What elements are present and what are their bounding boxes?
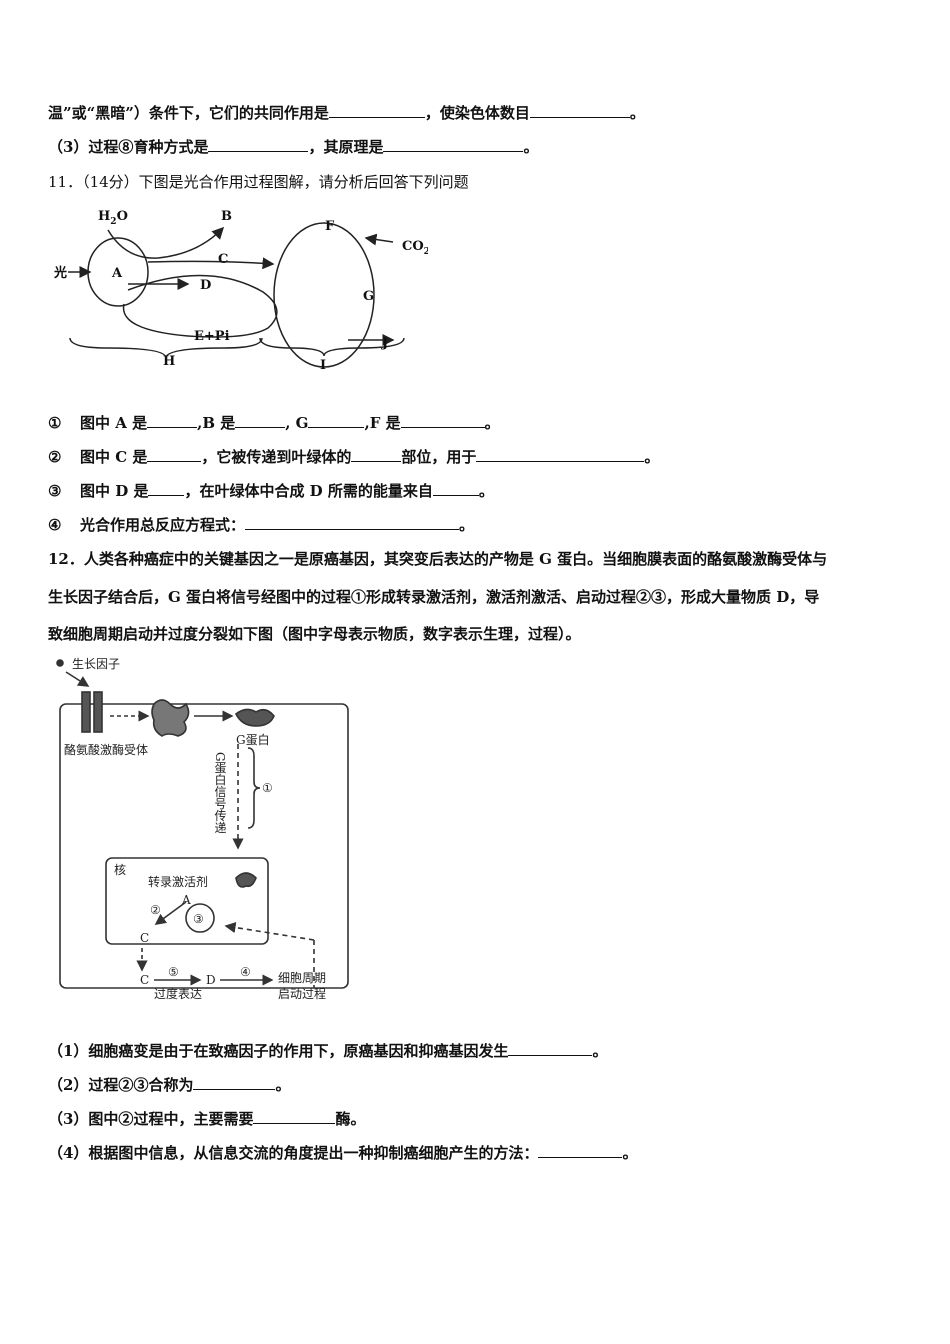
epi-label: E+Pi	[194, 329, 230, 344]
answer-blank[interactable]	[383, 137, 524, 152]
answer-blank[interactable]	[147, 447, 202, 462]
answer-blank[interactable]	[193, 1075, 276, 1090]
a-node-label: A	[181, 893, 191, 907]
step5-label: ⑤	[168, 965, 179, 979]
answer-blank[interactable]	[148, 481, 185, 496]
co2-label: CO2	[402, 239, 428, 257]
step3-label: ③	[193, 912, 204, 926]
answer-blank[interactable]	[508, 1041, 593, 1056]
answer-blank[interactable]	[208, 137, 309, 152]
q12-sub-4: （4）根据图中信息，从信息交流的角度提出一种抑制癌细胞产生的方法：。	[48, 1143, 638, 1162]
q12-stem-2: 生长因子结合后，G 蛋白将信号经图中的过程①形成转录激活剂，激活剂激活、启动过程…	[48, 588, 820, 606]
answer-blank[interactable]	[328, 103, 425, 118]
step4-label: ④	[240, 965, 251, 979]
answer-blank[interactable]	[245, 515, 460, 530]
answer-blank[interactable]	[147, 413, 198, 428]
d-node-label: D	[206, 973, 216, 987]
h-label: H	[163, 354, 175, 369]
c-label: C	[218, 252, 228, 267]
answer-blank[interactable]	[476, 447, 645, 462]
answer-blank[interactable]	[351, 447, 402, 462]
photosynthesis-diagram: H2O B 光 A C D E+Pi F CO2 G J H I	[53, 209, 428, 373]
g-label: G	[363, 289, 374, 304]
answer-blank[interactable]	[235, 413, 286, 428]
a-label: A	[111, 266, 123, 281]
c-node-label: C	[140, 931, 149, 945]
answer-blank[interactable]	[538, 1143, 623, 1158]
g-protein-label: G蛋白	[236, 732, 270, 747]
line-prev-question: 温”或“黑暗”）条件下，它们的共同作用是，使染色体数目。	[48, 103, 645, 122]
i-label: I	[320, 358, 326, 373]
answer-blank[interactable]	[308, 413, 365, 428]
nucleus-label: 核	[114, 863, 126, 877]
step1-label: ①	[262, 781, 273, 795]
cell-cycle-label-2: 启动过程	[278, 986, 326, 1001]
answer-blank[interactable]	[400, 413, 485, 428]
activator-label: 转录激活剂	[148, 874, 208, 889]
receptor-label: 酪氨酸激酶受体	[64, 742, 148, 757]
answer-blank[interactable]	[253, 1109, 336, 1124]
light-label: 光	[53, 265, 67, 281]
growth-factor-label: 生长因子	[72, 657, 120, 671]
b-label: B	[221, 209, 232, 224]
cascade-label: G蛋白信号传递	[213, 752, 227, 834]
answer-blank[interactable]	[529, 103, 630, 118]
q12-sub-3: （3）图中②过程中，主要需要酶。	[48, 1109, 366, 1128]
c2-node-label: C	[140, 973, 149, 987]
q12-stem-3: 致细胞周期启动并过度分裂如下图（图中字母表示物质，数字表示生理，过程）。	[48, 625, 581, 643]
q12-stem-1: 12．人类各种癌症中的关键基因之一是原癌基因，其突变后表达的产物是 G 蛋白。当…	[48, 550, 828, 568]
question-11-title: 11．（14分）下图是光合作用过程图解，请分析后回答下列问题	[48, 173, 469, 191]
q12-sub-1: （1）细胞癌变是由于在致癌因子的作用下，原癌基因和抑癌基因发生。	[48, 1041, 608, 1060]
step2-label: ②	[150, 903, 161, 917]
signaling-diagram: 生长因子 酪氨酸激酶受体 G蛋白 G蛋白信号传递 ① 核 转录激活剂 A ③ ②…	[56, 657, 349, 1001]
h2o-label: H2O	[98, 209, 128, 227]
answer-blank[interactable]	[432, 481, 479, 496]
d-label: D	[200, 278, 211, 293]
j-label: J	[381, 336, 388, 351]
q12-sub-2: （2）过程②③合称为。	[48, 1075, 291, 1094]
cell-cycle-label-1: 细胞周期	[278, 971, 326, 985]
over-expression-label: 过度表达	[154, 986, 202, 1001]
line-q3: （3）过程⑧育种方式是，其原理是。	[48, 137, 539, 156]
f-label: F	[325, 219, 335, 234]
